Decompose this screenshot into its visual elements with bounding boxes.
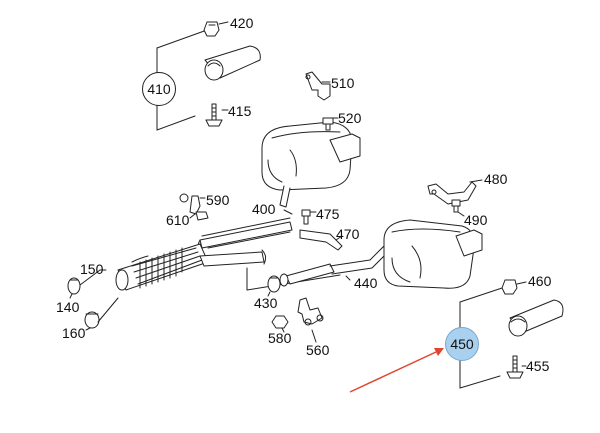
label-140: 140 — [56, 299, 80, 315]
label-475: 475 — [316, 206, 340, 222]
label-520: 520 — [338, 110, 362, 126]
rear-muffler-left — [261, 71, 361, 208]
label-490: 490 — [464, 212, 488, 228]
label-415: 415 — [228, 103, 252, 119]
label-440: 440 — [354, 275, 378, 291]
label-460: 460 — [528, 273, 552, 289]
tailpipe-group-410 — [156, 21, 261, 131]
label-400: 400 — [252, 201, 276, 217]
label-560: 560 — [306, 342, 330, 358]
callout-410: 410 — [142, 72, 176, 106]
label-150: 150 — [80, 261, 104, 277]
label-160: 160 — [62, 325, 86, 341]
intermediate-pipe-440 — [246, 245, 387, 329]
label-610: 610 — [166, 212, 190, 228]
label-480: 480 — [484, 171, 508, 187]
rear-muffler-right — [383, 181, 483, 289]
label-420: 420 — [230, 15, 254, 31]
label-470: 470 — [336, 226, 360, 242]
callout-450-highlighted[interactable]: 450 — [445, 327, 479, 361]
label-510: 510 — [331, 75, 355, 91]
label-590: 590 — [206, 192, 230, 208]
label-430: 430 — [254, 295, 278, 311]
label-455: 455 — [526, 358, 550, 374]
label-580: 580 — [268, 330, 292, 346]
front-pipe-400 — [179, 193, 343, 259]
red-arrow-pointer — [349, 348, 444, 393]
leader-lines — [69, 21, 527, 367]
catalytic-converter-150 — [67, 243, 267, 329]
tailpipe-group-450 — [459, 279, 564, 389]
